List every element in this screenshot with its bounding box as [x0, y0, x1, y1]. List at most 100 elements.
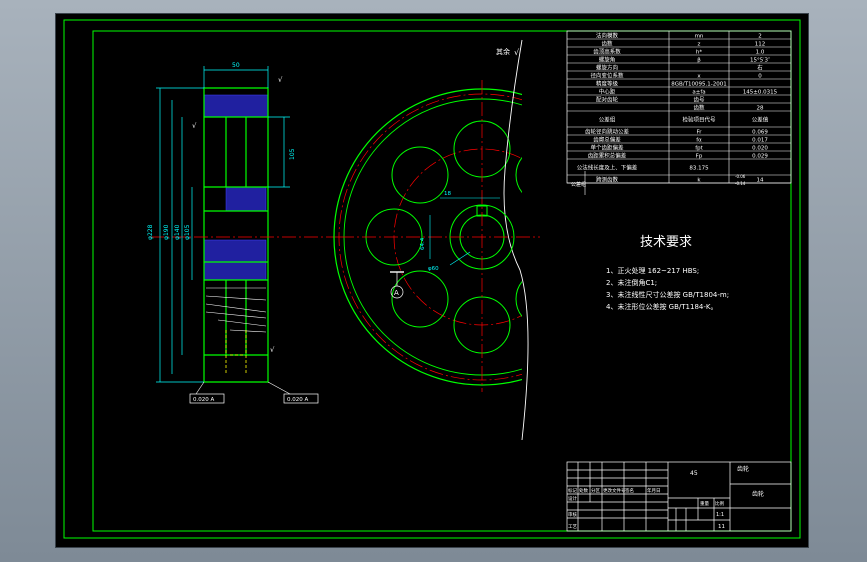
title-header-count: 处数 — [579, 487, 588, 494]
tech-req-title: 技术要求 — [640, 235, 692, 250]
front-dimensions — [429, 197, 500, 266]
param-symbol: z — [698, 42, 701, 48]
dim-outer-diameter: φ228 — [147, 224, 154, 240]
runout-frame-right[interactable]: 0.020 A — [283, 393, 319, 404]
title-scale-label: 比例 — [715, 500, 724, 507]
roughness-symbol-1: √ — [192, 122, 197, 130]
drawing-viewport[interactable]: φ228 φ190 φ140 φ105 50 105 0.020 A 0.020… — [56, 14, 808, 547]
dim-hub-diameter: φ140 — [174, 224, 181, 240]
param-symbol: x — [697, 74, 701, 80]
dim-center: φ60 — [428, 266, 439, 272]
title-part-name: 齿轮 — [737, 465, 749, 473]
runout-frame-left[interactable]: 0.020 A — [189, 393, 225, 404]
title-block[interactable]: 标记 处数 分区 更改文件号 签名 年月日 设计 审核 工艺 45 齿轮 齿轮 … — [566, 461, 792, 532]
title-weight-label: 重量 — [700, 500, 709, 507]
param-symbol: β — [697, 58, 701, 64]
break-line — [503, 39, 529, 441]
param-name: 径向变位系数 — [590, 72, 624, 80]
hub-hatch-left — [203, 239, 267, 281]
datum-letter: A — [394, 289, 399, 297]
tech-req-item-3: 3、未注线性尺寸公差按 GB/T1804-m; — [606, 290, 729, 299]
param-symbol: h* — [696, 50, 702, 56]
param-name: 精度等级 — [596, 80, 619, 88]
rest-roughness-symbol: √ — [514, 48, 520, 57]
param-symbol: fα — [696, 138, 702, 144]
param-value: 右 — [757, 64, 763, 72]
param-value: 28 — [757, 106, 764, 112]
param-value: 0.069 — [752, 130, 768, 136]
gear-section-view[interactable]: φ228 φ190 φ140 φ105 50 105 0.020 A 0.020… — [147, 62, 340, 404]
tech-req-item-1: 1、正火处理 162~217 HBS; — [606, 266, 699, 275]
param-symbol: fpt — [695, 146, 703, 152]
param-name: 公法线长度及上、下偏差 — [577, 164, 638, 172]
param-symbol: 齿号 — [693, 97, 705, 104]
title-sheet: 11 — [718, 524, 725, 530]
tech-req-item-2: 2、未注倒角C1; — [606, 278, 657, 287]
param-side-label: 公差组 — [571, 181, 586, 188]
dim-keyway-width: 18 — [444, 191, 451, 197]
param-value: 15°5′3″ — [750, 58, 770, 64]
roughness-symbol-2: √ — [278, 76, 283, 84]
hidden-lines — [225, 330, 247, 375]
tolerance-lower: -0.14 — [735, 181, 746, 186]
param-name: 齿廓总偏差 — [593, 136, 621, 144]
outer-sheet-border — [63, 19, 801, 539]
param-symbol: Fp — [696, 154, 703, 160]
param-symbol: 齿数 — [693, 104, 705, 112]
title-role-process: 工艺 — [568, 524, 577, 530]
title-role-design: 设计 — [568, 495, 577, 502]
param-value: 公差值 — [752, 116, 769, 124]
param-value: 112 — [755, 42, 766, 48]
tolerance-upper: -0.06 — [735, 174, 746, 179]
param-symbol: 8GB/T10095.1-2001 — [671, 82, 726, 88]
param-value: 0 — [758, 74, 762, 80]
param-name: 齿数 — [601, 40, 613, 48]
title-header-sign: 签名 — [625, 487, 634, 494]
param-name: 中心距 — [599, 88, 616, 96]
param-name: 单个齿距偏差 — [590, 144, 624, 152]
title-header-mark: 标记 — [568, 487, 577, 494]
param-name: 齿轮径向跳动公差 — [585, 128, 630, 136]
dim-bore-length: 105 — [289, 148, 296, 160]
gear-section-outline — [203, 87, 269, 383]
param-value: 14 — [757, 178, 764, 184]
dim-width: 50 — [232, 62, 240, 69]
param-name: 公差组 — [599, 116, 616, 124]
param-value: 2 — [758, 34, 762, 40]
param-value: 0.020 — [752, 146, 768, 152]
rim-hatch-mid — [225, 186, 267, 212]
rest-roughness-label: 其余 — [496, 47, 510, 56]
gear-front-view[interactable]: 64.4 18 φ60 A — [333, 39, 630, 441]
diameter-dimensions — [156, 66, 290, 383]
param-value: 0.029 — [752, 154, 768, 160]
param-value: 1.0 — [756, 50, 765, 56]
dim-keyway-depth: 64.4 — [420, 237, 426, 250]
title-header-change: 更改文件号 — [603, 487, 626, 494]
param-name: 法向模数 — [596, 32, 619, 40]
title-material: 45 — [690, 470, 698, 477]
drawing-canvas[interactable]: φ228 φ190 φ140 φ105 50 105 0.020 A 0.020… — [56, 14, 808, 547]
param-name: 齿距累积总偏差 — [588, 152, 627, 160]
param-symbol: 检验项目代号 — [682, 116, 716, 124]
runout-right-text: 0.020 A — [287, 397, 308, 403]
param-name: 螺旋方向 — [596, 64, 618, 72]
param-symbol: a±fa — [692, 90, 705, 96]
param-symbol: k — [697, 178, 701, 184]
title-scale: 1:1 — [716, 512, 724, 518]
tech-req-item-4: 4、未注形位公差按 GB/T1184-K。 — [606, 302, 717, 311]
datum-symbol[interactable]: A — [390, 271, 404, 299]
title-role-review: 审核 — [568, 511, 577, 518]
title-header-date: 年月日 — [647, 487, 661, 494]
title-drawing-no: 齿轮 — [752, 490, 764, 498]
tooth-profile-lines — [205, 287, 267, 333]
param-symbol: Fr — [696, 130, 702, 136]
roughness-symbol-3: √ — [270, 346, 275, 354]
leader-right — [267, 381, 291, 395]
dim-bore-diameter: φ105 — [184, 224, 191, 240]
title-header-zone: 分区 — [591, 487, 600, 494]
inner-sheet-border — [92, 30, 792, 532]
param-value: 0.017 — [752, 138, 768, 144]
param-symbol: mn — [695, 34, 704, 40]
dim-root-diameter: φ190 — [163, 224, 170, 240]
